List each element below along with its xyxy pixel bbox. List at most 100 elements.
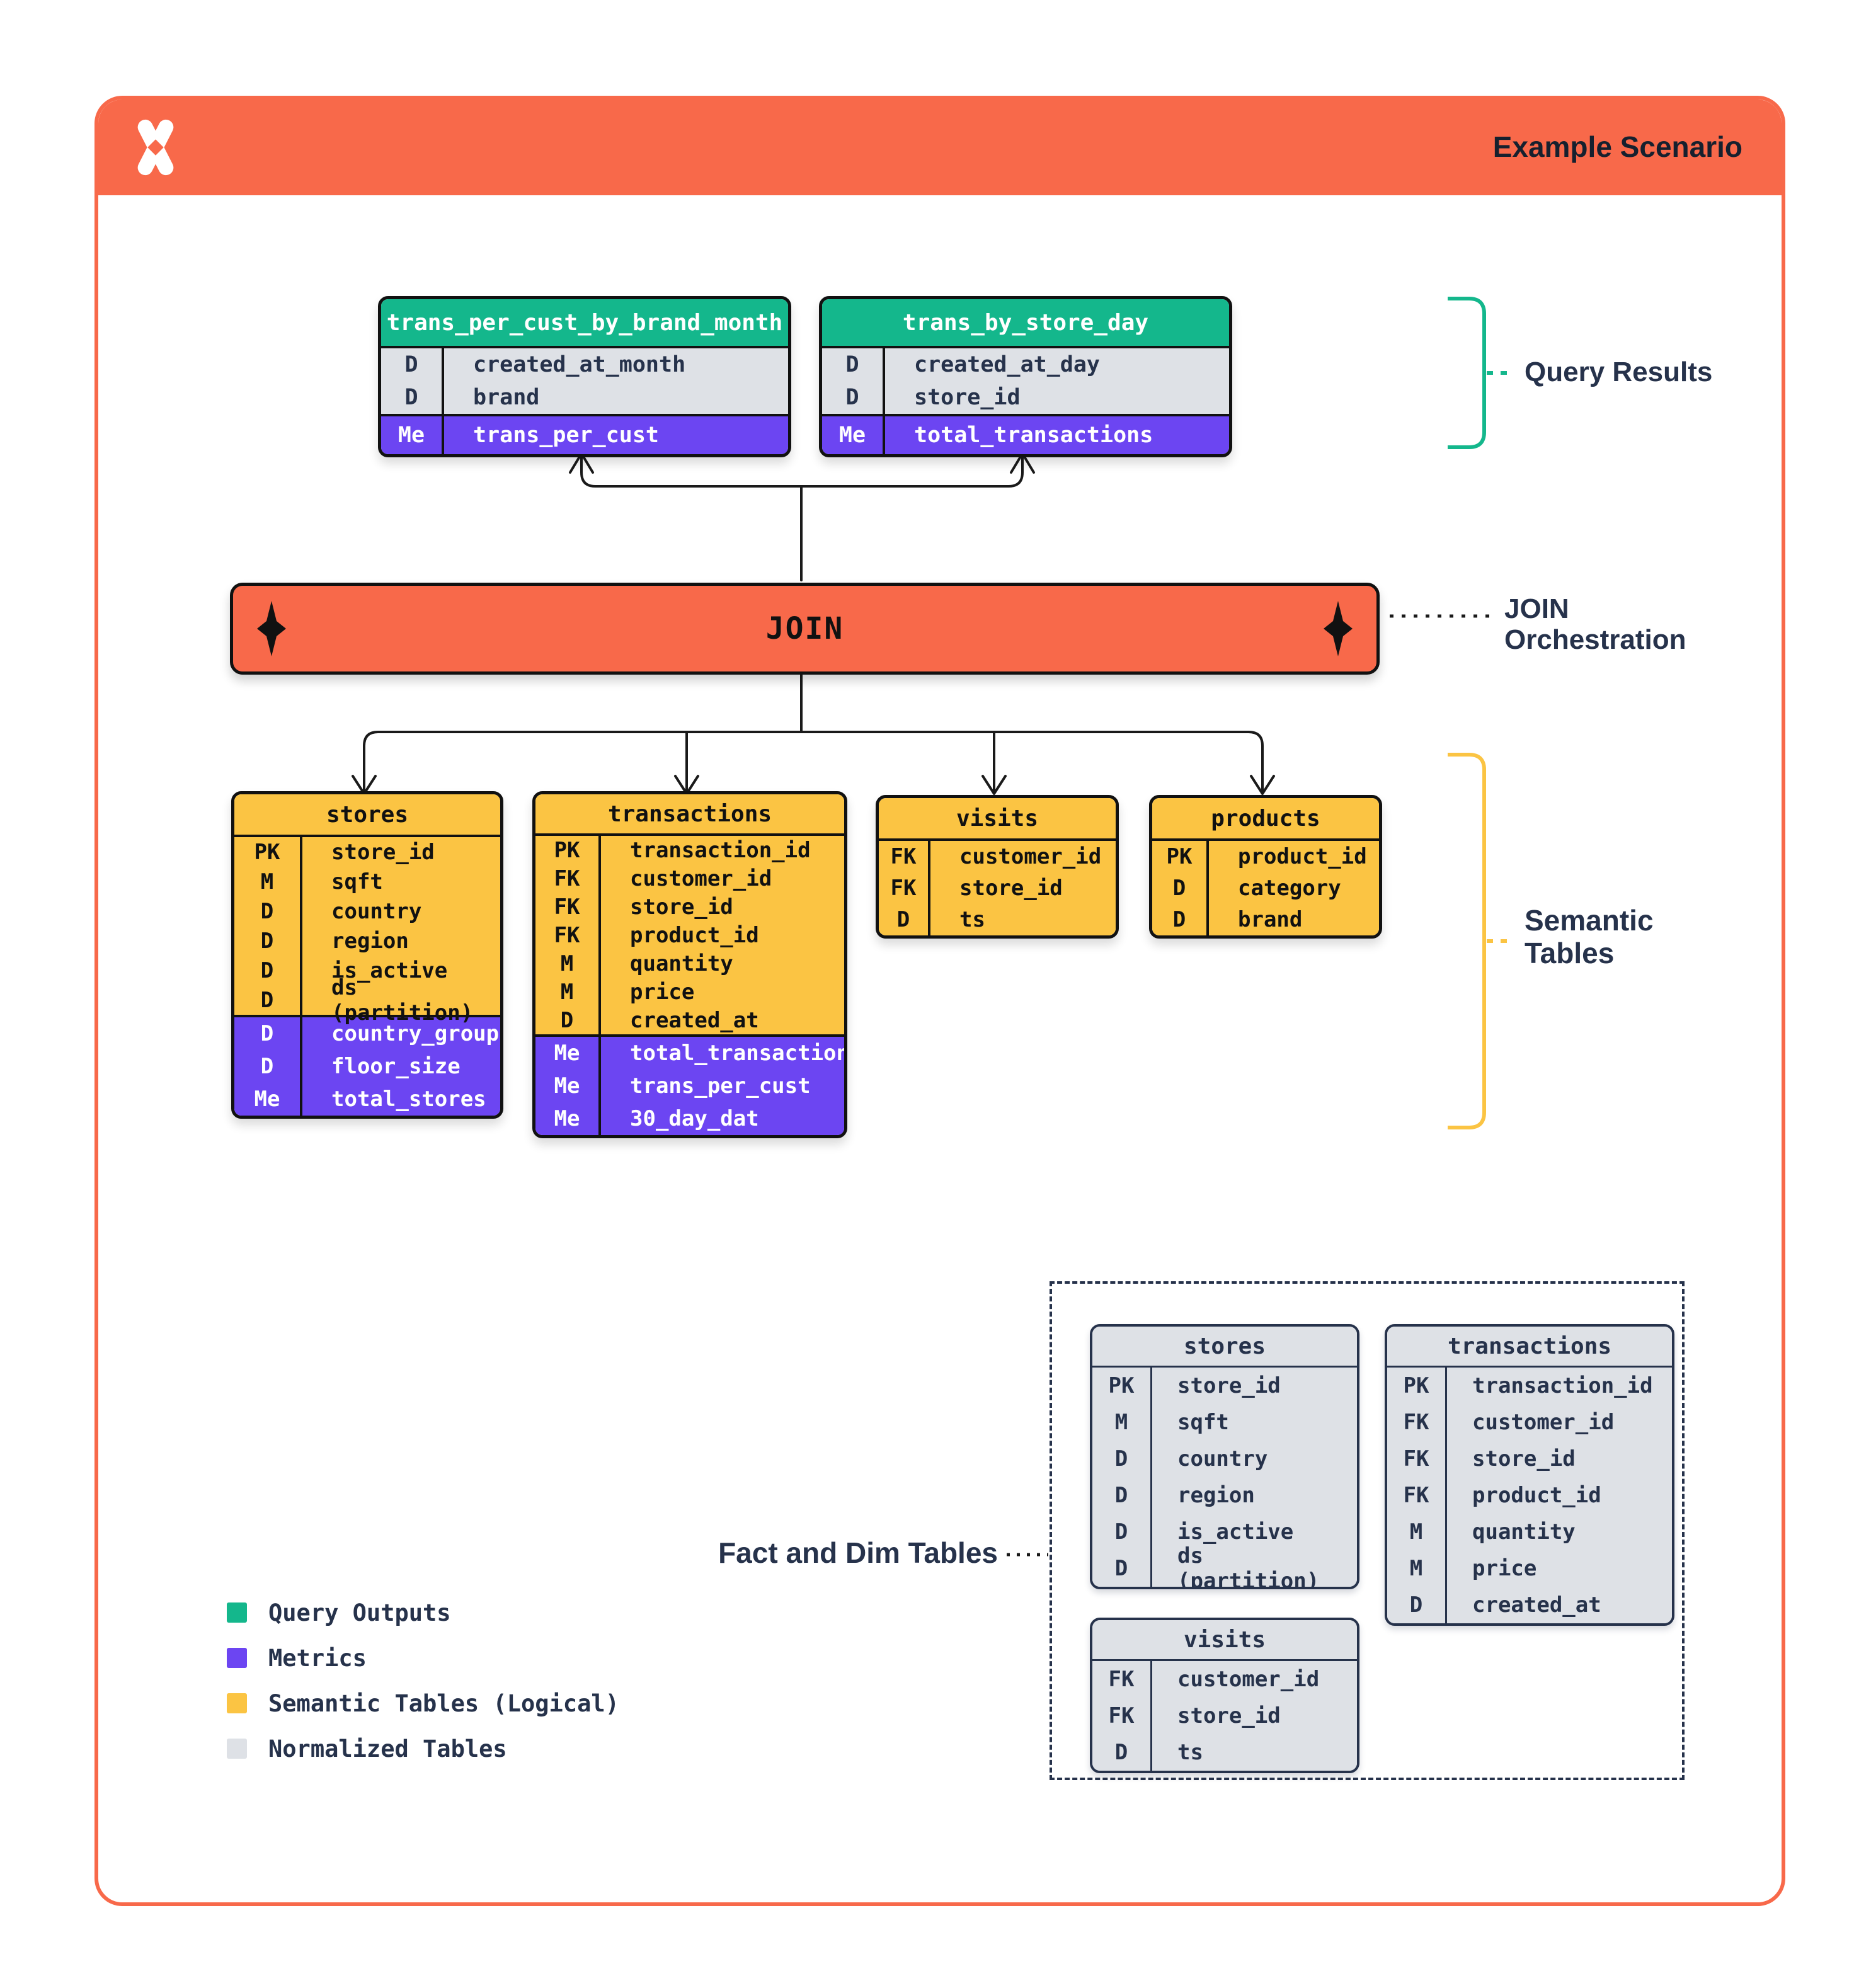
fact-dim-tables-label: Fact and Dim Tables (718, 1536, 998, 1569)
column-name: store_id (1150, 1368, 1357, 1404)
column-key: PK (554, 837, 580, 863)
column-key: FK (1108, 1703, 1135, 1728)
column-name: created_at_day (883, 348, 1229, 381)
column-key: D (560, 1007, 574, 1033)
table-title: visits (879, 798, 1116, 838)
column-name: price (598, 978, 844, 1006)
column-key: M (1114, 1410, 1128, 1435)
column-key: D (260, 1054, 274, 1079)
column-key: FK (1403, 1483, 1429, 1508)
column-name: store_id (928, 872, 1116, 904)
column-name: created_at (1445, 1587, 1672, 1623)
table-title: stores (234, 794, 500, 835)
legend-swatch-semantic-tables (227, 1693, 247, 1713)
column-key: FK (890, 876, 917, 901)
column-key: D (896, 907, 910, 932)
column-name: brand (442, 381, 788, 414)
column-name: country_group (300, 1017, 500, 1050)
column-name: product_id (1445, 1477, 1672, 1514)
column-name: created_at_month (442, 348, 788, 381)
column-name: country (1150, 1441, 1357, 1477)
column-key: FK (1403, 1446, 1429, 1471)
column-name: ts (928, 904, 1116, 935)
legend-label: Normalized Tables (268, 1735, 507, 1762)
page-title: Example Scenario (1492, 130, 1742, 163)
column-key: FK (554, 894, 580, 920)
legend-item: Query Outputs (227, 1599, 451, 1626)
column-key: PK (1166, 844, 1193, 869)
column-name: 30_day_dat (598, 1102, 844, 1135)
column-name: brand (1206, 904, 1379, 935)
column-name: store_id (1445, 1441, 1672, 1477)
column-key: M (560, 951, 574, 976)
column-key: D (260, 1021, 274, 1046)
table-row: FK customer_id (1387, 1404, 1672, 1441)
column-name: region (1150, 1477, 1357, 1514)
column-name: quantity (1445, 1514, 1672, 1550)
column-name: region (300, 926, 500, 956)
legend-label: Query Outputs (268, 1599, 451, 1626)
column-name: country (300, 896, 500, 926)
column-name: trans_per_cust (598, 1070, 844, 1102)
column-name: trans_per_cust (442, 416, 788, 454)
column-name: customer_id (1150, 1661, 1357, 1698)
table-row: FK product_id (1387, 1477, 1672, 1514)
column-key: FK (890, 844, 917, 869)
table-row: FK store_id (1387, 1441, 1672, 1477)
column-name: store_id (300, 837, 500, 867)
column-key: D (845, 352, 859, 377)
column-key: D (260, 957, 274, 983)
semantic-tables-label: Semantic Tables (1525, 904, 1654, 969)
card-header-bar: Example Scenario (98, 100, 1782, 195)
column-name: ts (1150, 1734, 1357, 1771)
column-key: D (1172, 907, 1186, 932)
column-name: customer_id (598, 864, 844, 893)
column-key: D (404, 385, 418, 410)
column-key: D (845, 385, 859, 410)
legend-label: Metrics (268, 1644, 367, 1672)
table-title: trans_by_store_day (822, 299, 1229, 346)
legend-item: Metrics (227, 1644, 367, 1672)
sparkle-icon (1324, 601, 1353, 656)
column-name: customer_id (1445, 1404, 1672, 1441)
table-title: trans_per_cust_by_brand_month (381, 299, 788, 346)
column-key: FK (1403, 1410, 1429, 1435)
column-name: customer_id (928, 841, 1116, 872)
legend-swatch-metrics (227, 1648, 247, 1668)
column-key: FK (554, 922, 580, 948)
fact-dim-box (1050, 1281, 1685, 1780)
column-key: Me (254, 1087, 280, 1112)
column-key: FK (554, 865, 580, 891)
